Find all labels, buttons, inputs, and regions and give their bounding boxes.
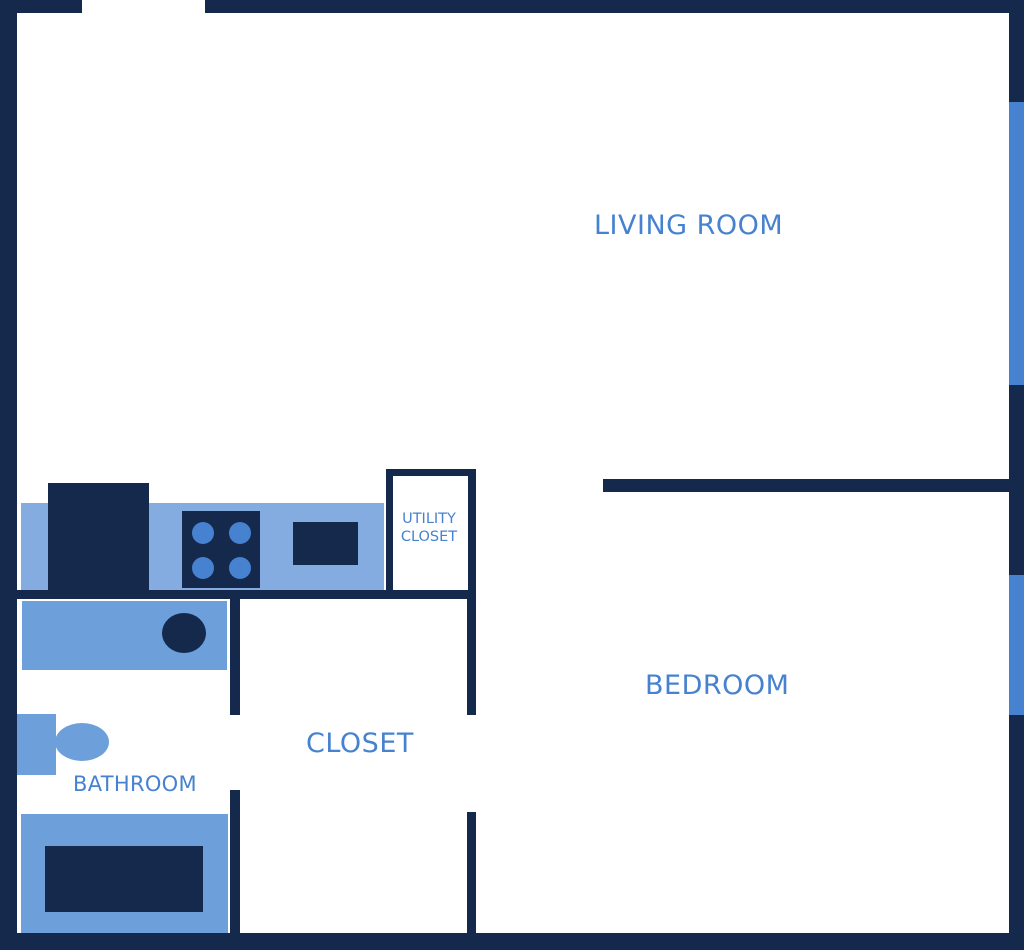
wall-bottom — [0, 933, 1024, 950]
stove-icon — [182, 511, 260, 588]
wall-top-left — [0, 0, 82, 13]
kitchen — [21, 483, 384, 590]
utility-closet-label: UTILITY CLOSET — [398, 510, 460, 546]
wall-utility-closet-top — [386, 469, 476, 476]
closet-label: CLOSET — [306, 728, 414, 759]
wall-left — [0, 0, 17, 950]
refrigerator-icon — [48, 483, 149, 590]
bathroom-vanity-icon — [22, 601, 227, 670]
utility-closet-label-line1: UTILITY — [402, 511, 456, 527]
bathroom-fixtures — [17, 601, 228, 933]
bathroom-label: BATHROOM — [73, 772, 197, 796]
utility-closet-label-line2: CLOSET — [400, 529, 458, 545]
bathtub-icon — [21, 814, 228, 933]
wall-kitchen-bottom — [17, 590, 476, 599]
kitchen-sink-icon — [293, 522, 358, 565]
wall-bathroom-closet-lower — [230, 790, 240, 933]
wall-utility-closet-right — [468, 469, 476, 597]
window-bedroom — [1009, 575, 1024, 715]
living-room-label: LIVING ROOM — [594, 210, 784, 241]
wall-bathroom-closet-upper — [230, 599, 240, 715]
wall-top-right — [205, 0, 1024, 13]
window-living-room — [1009, 102, 1024, 385]
toilet-icon — [17, 714, 109, 775]
interior-walls — [17, 469, 1009, 933]
wall-bedroom-top — [603, 479, 1009, 492]
wall-closet-bedroom-lower — [467, 812, 476, 933]
wall-utility-closet-left — [386, 469, 393, 597]
bedroom-label: BEDROOM — [645, 670, 790, 701]
wall-closet-bedroom-upper — [467, 599, 476, 715]
